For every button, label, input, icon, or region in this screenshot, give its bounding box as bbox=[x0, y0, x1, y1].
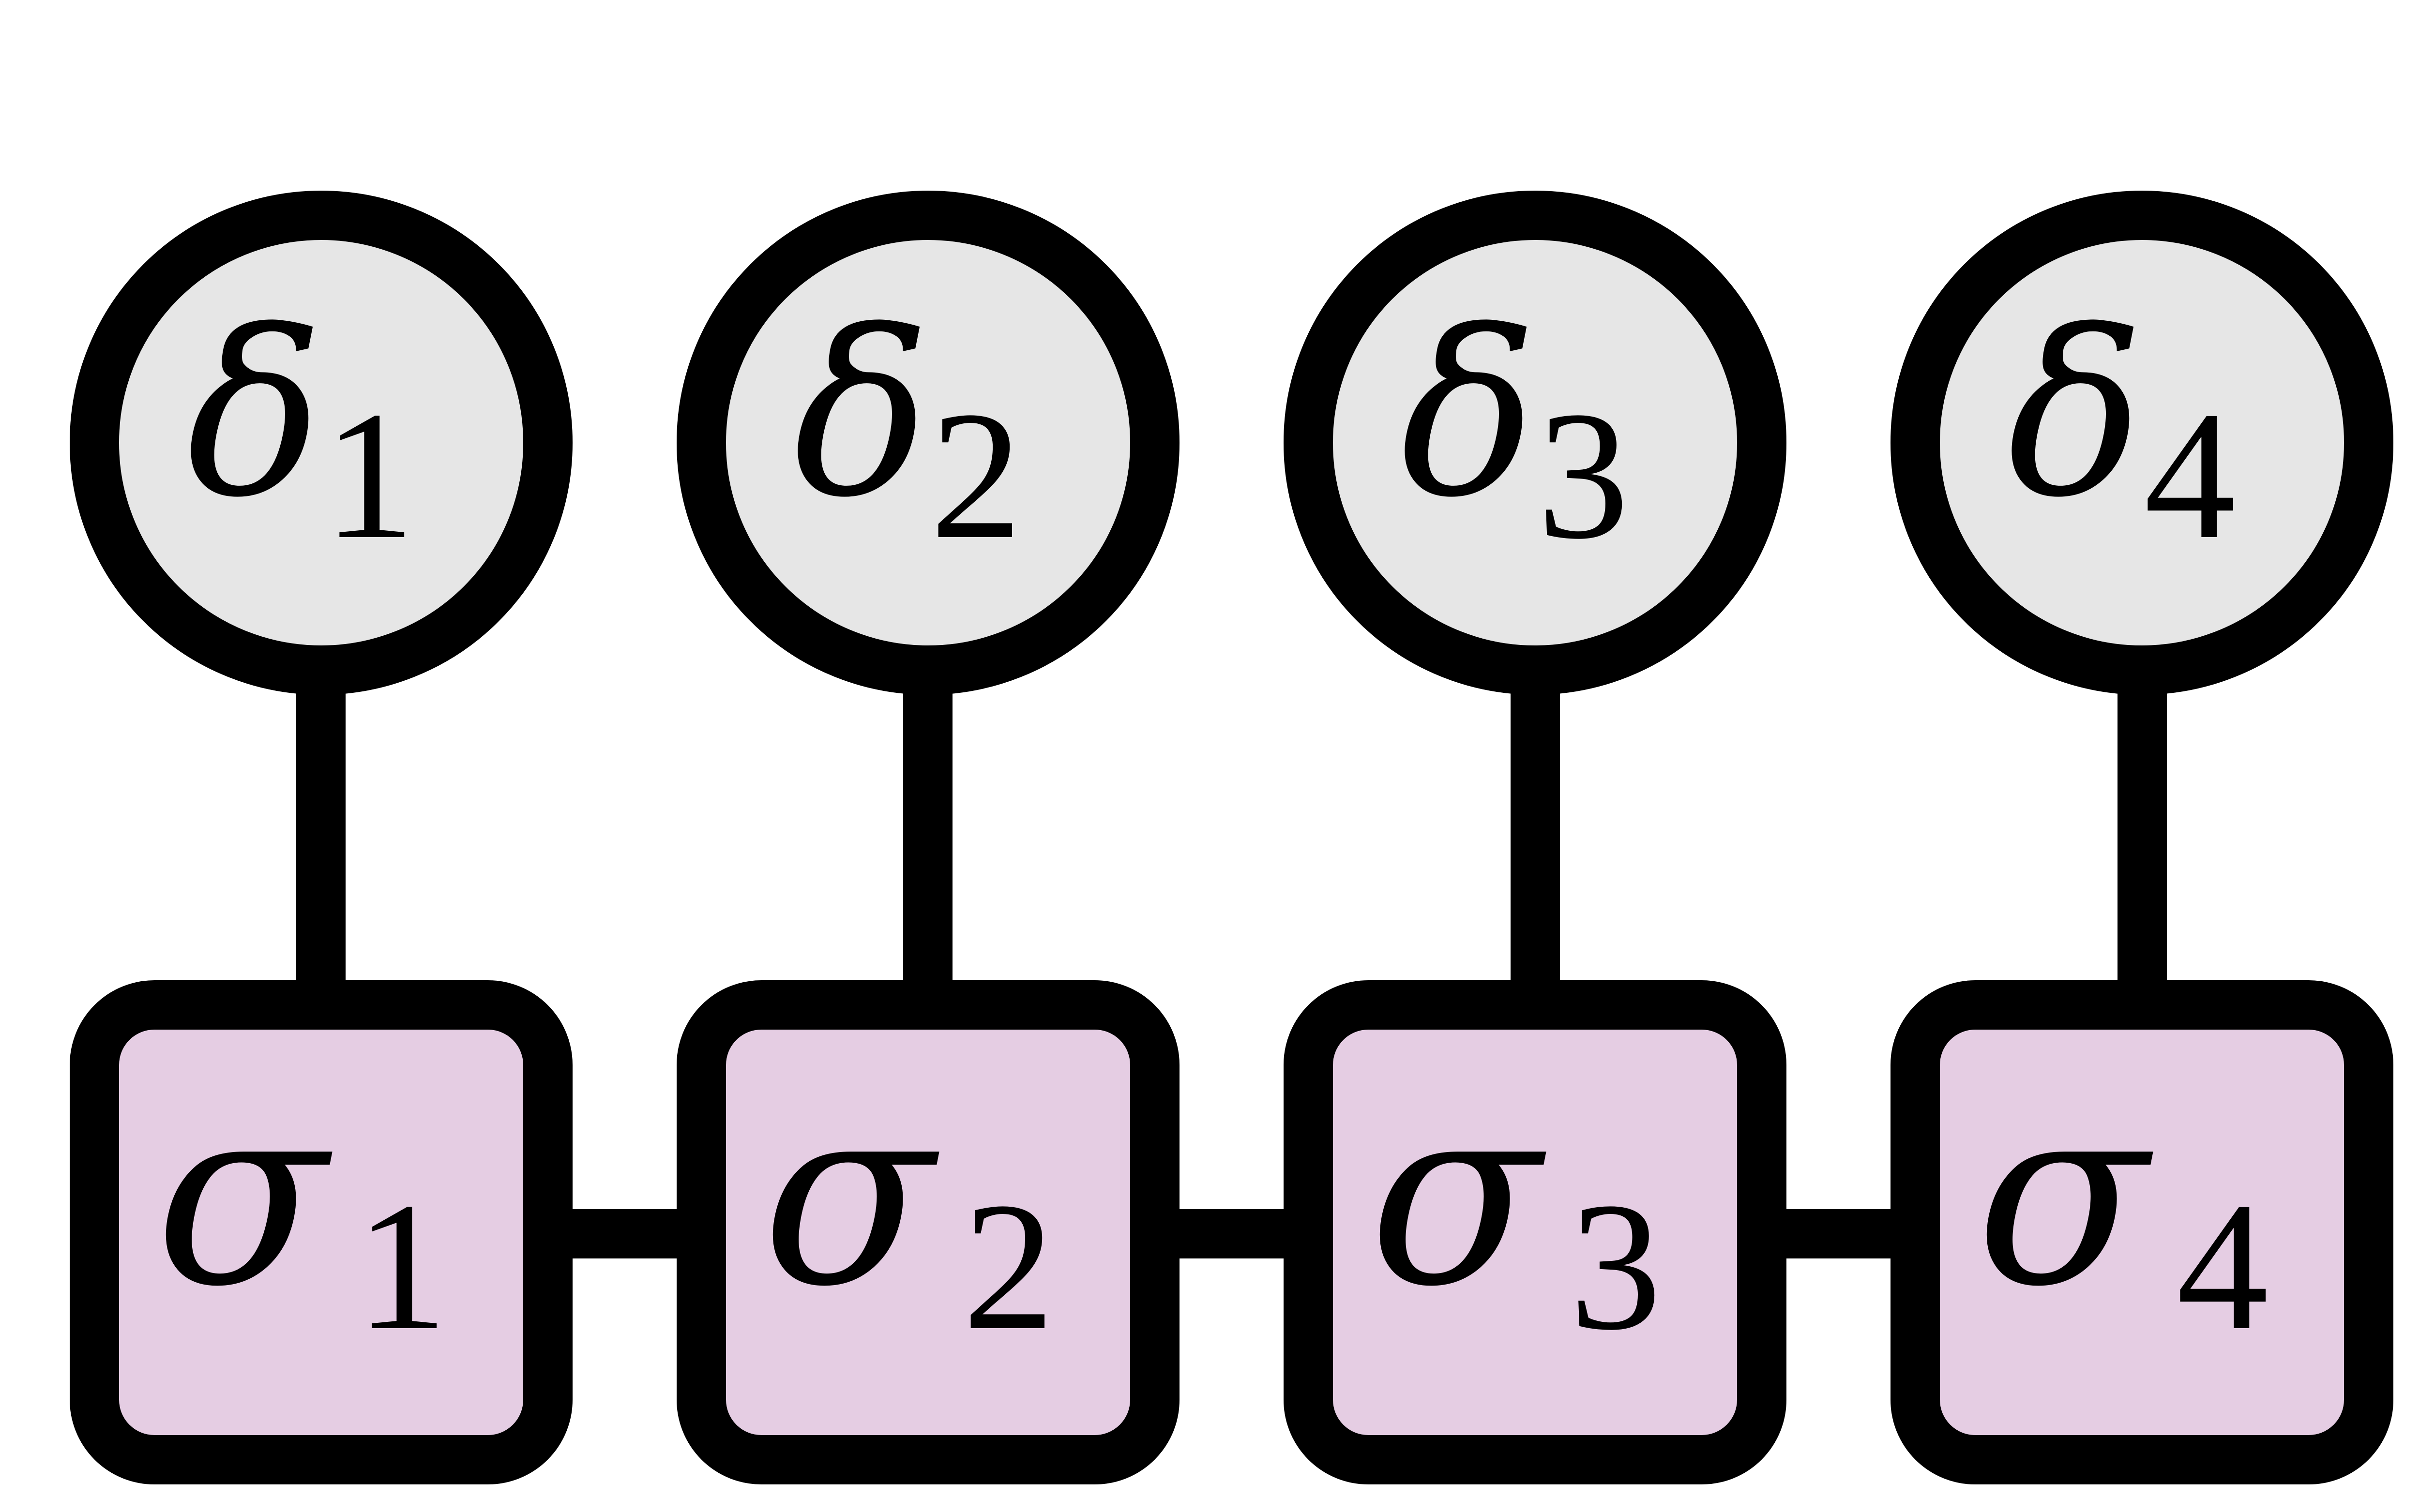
sigma-node-4-shape bbox=[1891, 980, 2393, 1484]
delta-node-2-symbol: δ bbox=[793, 283, 930, 547]
delta-node-3-symbol: δ bbox=[1400, 283, 1537, 547]
delta-node-1-label: δ1 bbox=[186, 283, 415, 577]
delta-node-1-shape bbox=[70, 191, 573, 695]
sigma-node-2-shape bbox=[677, 980, 1180, 1484]
delta-node-4-index: 4 bbox=[2144, 374, 2236, 577]
sigma-node-3-shape bbox=[1284, 980, 1786, 1484]
sigma-node-4-symbol: σ bbox=[1976, 1048, 2157, 1342]
sigma-node-1-index: 1 bbox=[356, 1165, 448, 1368]
delta-node-3-label: δ3 bbox=[1400, 283, 1629, 577]
vertical-connectors bbox=[296, 670, 2167, 1009]
delta-nodes: δ1 δ2 δ3 δ4 bbox=[70, 191, 2393, 695]
sigma-node-1-shape bbox=[70, 980, 573, 1484]
sigma-node-4-index: 4 bbox=[2177, 1165, 2269, 1368]
delta-node-1-symbol: δ bbox=[186, 283, 323, 547]
delta-node-3-index: 3 bbox=[1537, 374, 1629, 577]
delta-node-2-shape bbox=[677, 191, 1180, 695]
sigma-node-3-index: 3 bbox=[1570, 1165, 1662, 1368]
sigma-node-3-symbol: σ bbox=[1369, 1048, 1550, 1342]
sigma-node-2-symbol: σ bbox=[762, 1048, 943, 1342]
delta-node-2-label: δ2 bbox=[793, 283, 1022, 577]
delta-node-3-shape bbox=[1284, 191, 1786, 695]
delta-node-1: δ1 bbox=[70, 191, 573, 695]
sigma-node-2-index: 2 bbox=[963, 1165, 1055, 1368]
delta-node-2-index: 2 bbox=[930, 374, 1022, 577]
delta-node-3: δ3 bbox=[1284, 191, 1786, 695]
delta-node-4-label: δ4 bbox=[2007, 283, 2236, 577]
sigma-node-1-symbol: σ bbox=[155, 1048, 336, 1342]
delta-node-2: δ2 bbox=[677, 191, 1180, 695]
delta-node-4-symbol: δ bbox=[2007, 283, 2144, 547]
delta-node-4: δ4 bbox=[1891, 191, 2393, 695]
delta-node-4-shape bbox=[1891, 191, 2393, 695]
delta-node-1-index: 1 bbox=[323, 374, 415, 577]
